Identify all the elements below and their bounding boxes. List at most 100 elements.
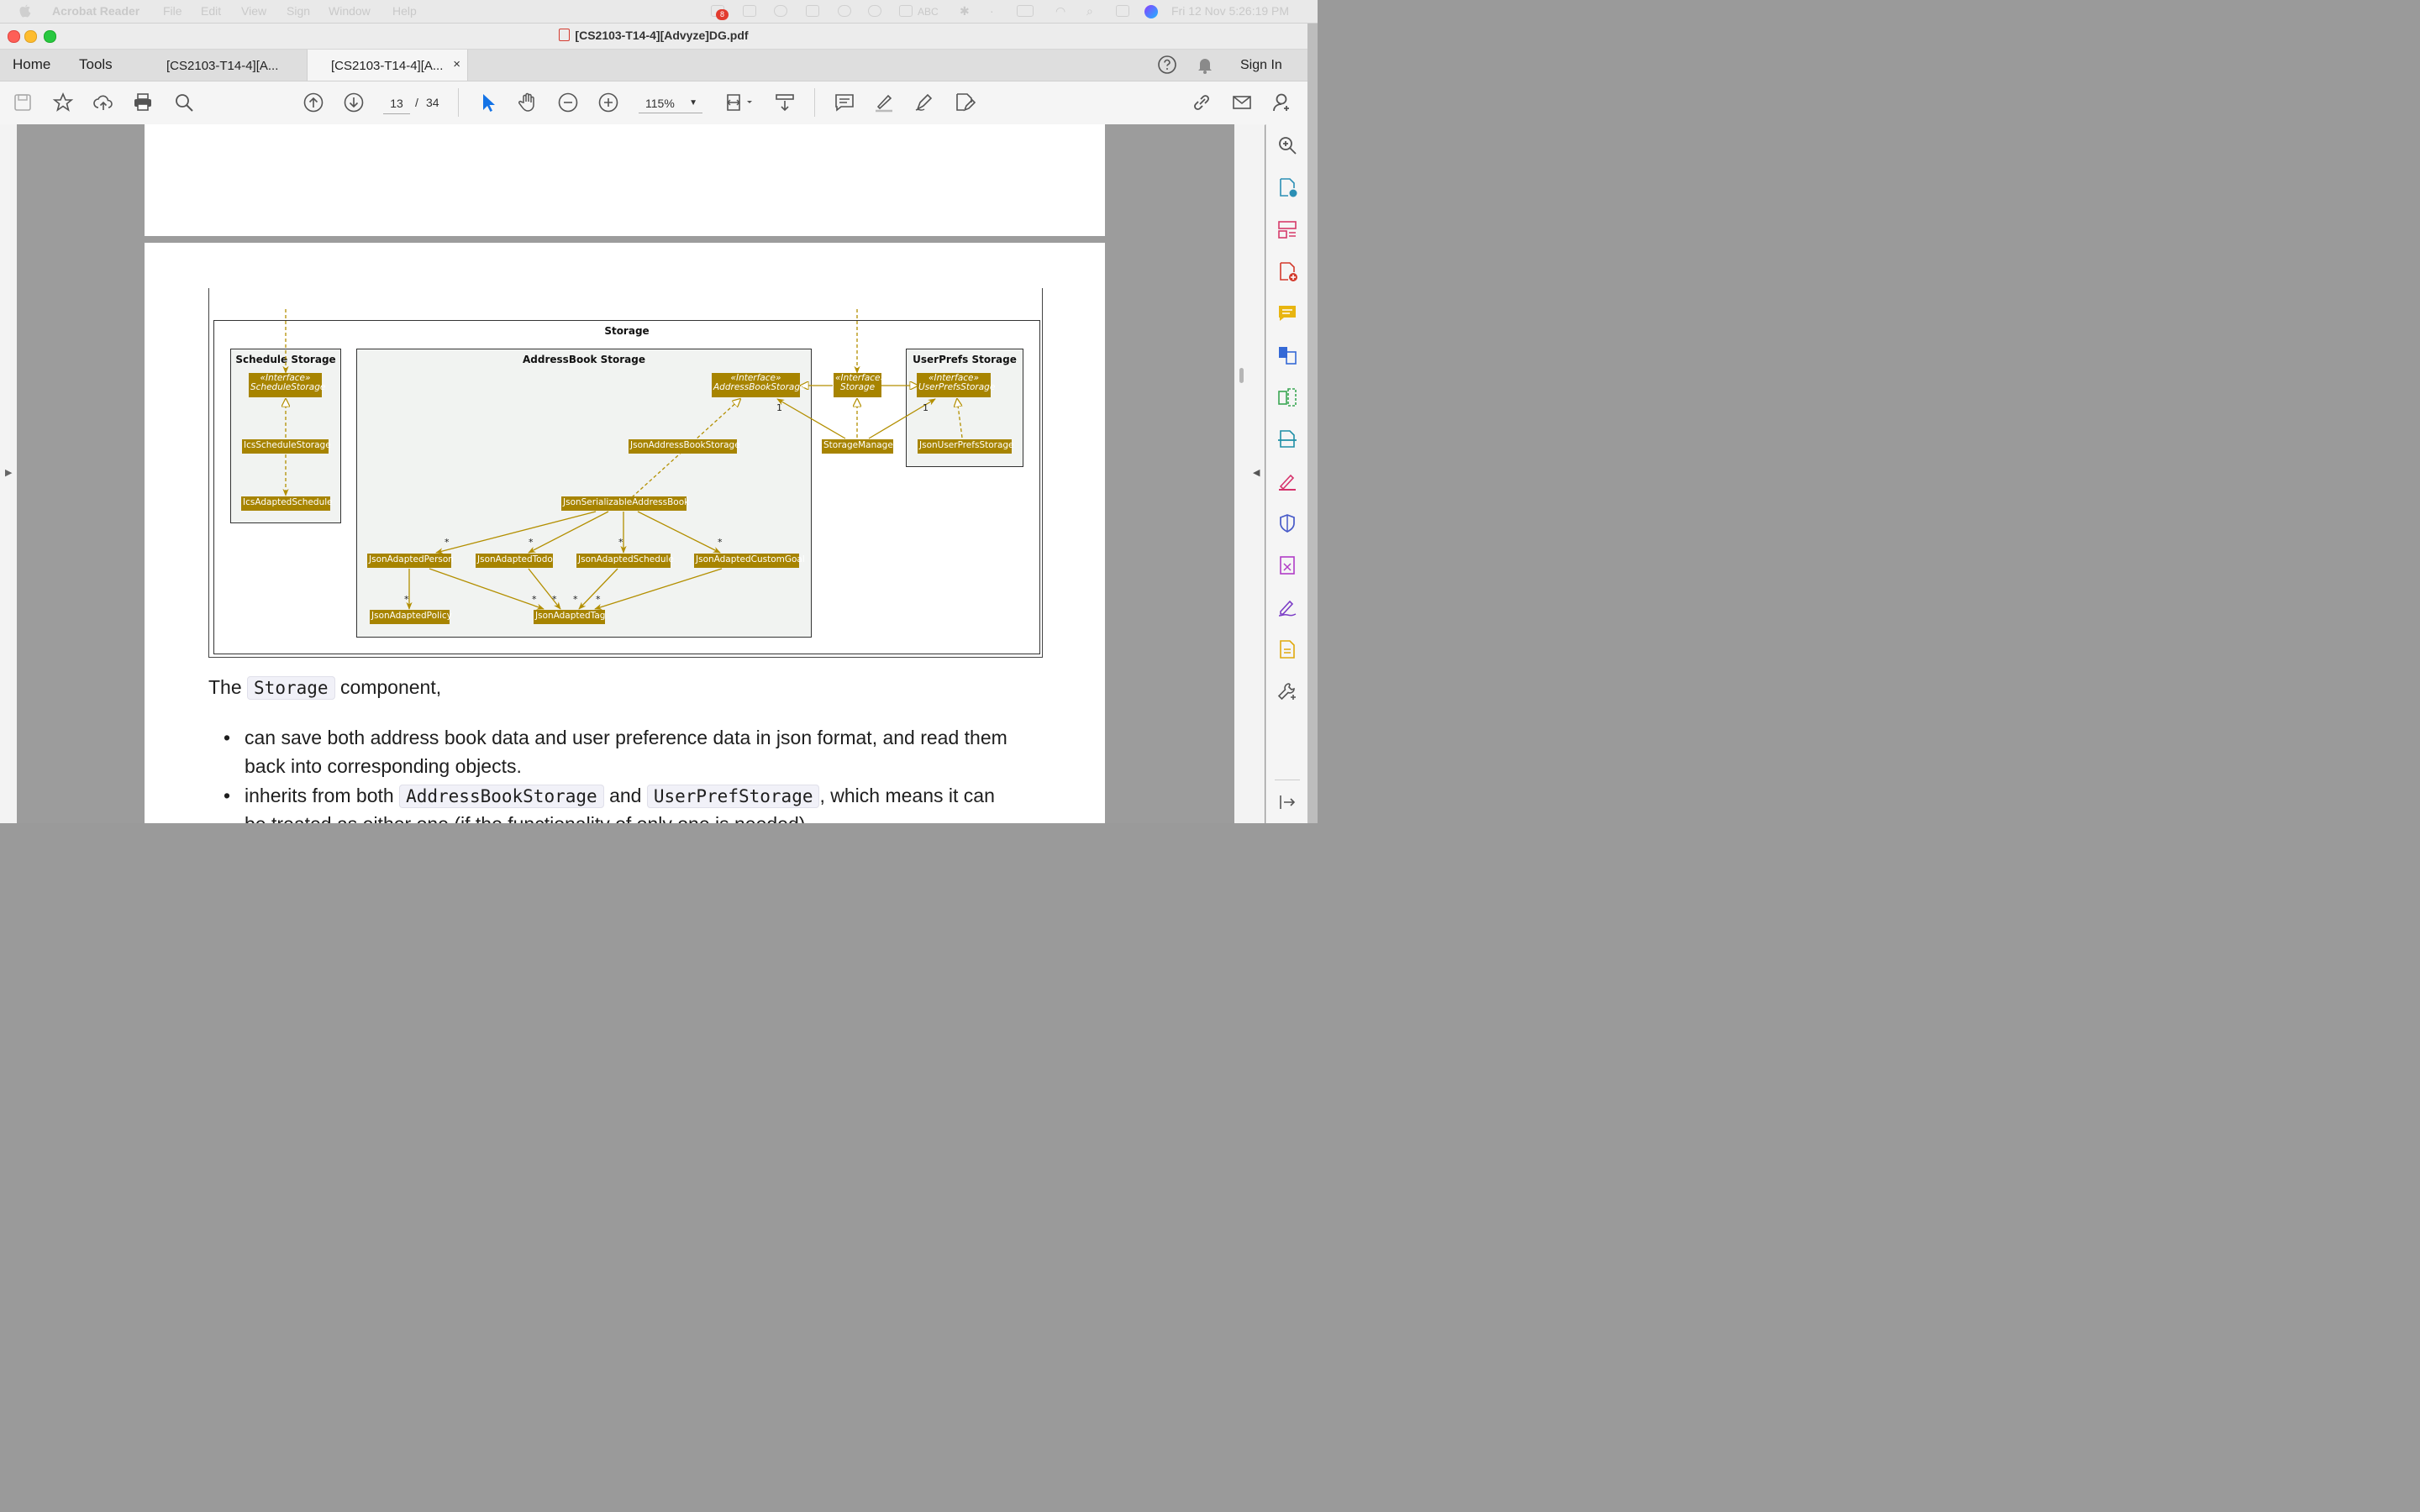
- input-source-icon[interactable]: [899, 5, 913, 17]
- calendar-status-icon[interactable]: [806, 5, 819, 17]
- document-tab-1[interactable]: [CS2103-T14-4][A...: [143, 50, 304, 81]
- highlight-button[interactable]: [872, 91, 896, 114]
- menu-sign[interactable]: Sign: [287, 4, 311, 18]
- create-pdf-button[interactable]: [1276, 260, 1299, 283]
- send-for-review-button[interactable]: [1276, 638, 1299, 661]
- menu-window[interactable]: Window: [329, 4, 371, 18]
- pdf-page-current: Storage Schedule Storage AddressBook Sto…: [145, 243, 1105, 823]
- more-tools-button[interactable]: [1276, 680, 1299, 703]
- vertical-scrollbar-thumb[interactable]: [1239, 368, 1244, 383]
- print-button[interactable]: [131, 91, 155, 114]
- edit-text-button[interactable]: [953, 91, 976, 114]
- comment-tool-button[interactable]: [1276, 302, 1299, 325]
- select-tool-button[interactable]: [476, 91, 499, 114]
- previous-page-button[interactable]: [302, 91, 325, 114]
- window-title: [CS2103-T14-4][Advyze]DG.pdf: [0, 29, 1307, 42]
- page-total: 34: [426, 96, 439, 109]
- spotlight-search-icon[interactable]: ⌕: [1086, 4, 1093, 18]
- hand-tool-button[interactable]: [516, 91, 539, 114]
- menubar-clock[interactable]: Fri 12 Nov 5:26:19 PM: [1171, 4, 1290, 18]
- left-panel-strip: [0, 124, 17, 823]
- hidden-status-icon[interactable]: ·: [990, 4, 994, 18]
- class-name: ScheduleStorage: [250, 382, 326, 392]
- bullet-item-1-line-1: can save both address book data and user…: [245, 727, 1007, 748]
- wifi-icon[interactable]: ◠: [1055, 4, 1066, 18]
- battery-icon[interactable]: [1017, 5, 1034, 17]
- package-title: Storage: [604, 325, 650, 337]
- zoom-out-button[interactable]: [556, 91, 580, 114]
- arrow-down-circle-icon: [344, 92, 364, 113]
- redact-button[interactable]: [1276, 554, 1299, 577]
- toolbar-divider: [458, 88, 459, 117]
- close-window-button[interactable]: [8, 30, 20, 43]
- inline-code: AddressBookStorage: [399, 785, 604, 808]
- hand-icon: [518, 92, 534, 112]
- camera-status-icon[interactable]: [743, 5, 756, 17]
- search-tools-button[interactable]: [1276, 134, 1299, 157]
- link-icon: [1194, 95, 1209, 110]
- menu-file[interactable]: File: [163, 4, 182, 18]
- play-status-icon[interactable]: [868, 5, 881, 17]
- menu-view[interactable]: View: [241, 4, 267, 18]
- tab-home[interactable]: Home: [13, 56, 51, 72]
- bullet-item-2-line-2: be treated as either one (if the functio…: [245, 813, 811, 823]
- collapse-right-panel-icon[interactable]: ◀: [1253, 468, 1260, 478]
- menu-edit[interactable]: Edit: [201, 4, 222, 18]
- next-page-button[interactable]: [342, 91, 366, 114]
- upload-cloud-button[interactable]: [92, 91, 115, 114]
- siri-icon[interactable]: [1144, 5, 1158, 18]
- bluetooth-icon[interactable]: ✱: [960, 4, 970, 18]
- menu-help[interactable]: Help: [392, 4, 417, 18]
- paragraph-text: The: [208, 676, 242, 698]
- notifications-bell-icon[interactable]: [1195, 55, 1215, 75]
- protect-button[interactable]: [1276, 512, 1299, 535]
- class-json-user-prefs-storage: JsonUserPrefsStorage: [918, 439, 1014, 454]
- comment-button[interactable]: [833, 91, 856, 114]
- class-json-adapted-custom-goal: JsonAdaptedCustomGoal: [694, 554, 805, 568]
- class-schedule-storage-interface: «Interface»ScheduleStorage: [249, 373, 326, 397]
- organize-pages-button[interactable]: [1276, 218, 1299, 241]
- window-edge: [1307, 24, 1318, 823]
- share-user-button[interactable]: [1270, 91, 1294, 114]
- multiplicity-label: *: [596, 594, 601, 605]
- fill-sign-button[interactable]: [1276, 470, 1299, 493]
- combine-files-button[interactable]: [1276, 344, 1299, 367]
- sync-status-icon[interactable]: [774, 5, 787, 17]
- sign-in-button[interactable]: Sign In: [1240, 58, 1282, 72]
- zoom-in-button[interactable]: [597, 91, 620, 114]
- page-fit-button[interactable]: [723, 91, 755, 114]
- page-number-input[interactable]: 13: [383, 93, 410, 114]
- document-tab-2[interactable]: [CS2103-T14-4][A... ×: [307, 50, 468, 81]
- paragraph-text: and: [609, 785, 642, 806]
- export-pdf-button[interactable]: [1276, 176, 1299, 199]
- class-json-adapted-policy: JsonAdaptedPolicy: [370, 610, 452, 624]
- find-button[interactable]: [172, 91, 196, 114]
- zoom-window-button[interactable]: [44, 30, 56, 43]
- zoom-level-select[interactable]: 115%▼: [639, 93, 702, 113]
- control-center-icon[interactable]: [1116, 5, 1129, 17]
- request-signature-button[interactable]: [1276, 596, 1299, 619]
- document-viewport[interactable]: ▶ Storage Schedule Storage AddressBook S…: [0, 124, 1265, 823]
- vertical-scrollbar-track[interactable]: [1234, 124, 1265, 823]
- draw-button[interactable]: [913, 91, 936, 114]
- help-icon[interactable]: [1157, 55, 1177, 75]
- email-button[interactable]: [1230, 91, 1254, 114]
- save-button[interactable]: [11, 91, 34, 114]
- multiplicity-label: *: [529, 537, 534, 548]
- collapse-tools-pane-button[interactable]: [1276, 790, 1299, 814]
- apple-icon[interactable]: [18, 4, 32, 18]
- bookmark-star-button[interactable]: [51, 91, 75, 114]
- window-titlebar: [CS2103-T14-4][Advyze]DG.pdf: [0, 24, 1307, 50]
- scroll-mode-button[interactable]: [773, 91, 797, 114]
- expand-left-panel-icon[interactable]: ▶: [5, 468, 13, 478]
- focus-status-icon[interactable]: [838, 5, 851, 17]
- close-tab-icon[interactable]: ×: [453, 57, 460, 71]
- arrow-up-circle-icon: [303, 92, 324, 113]
- scan-ocr-button[interactable]: [1276, 428, 1299, 451]
- compress-pdf-button[interactable]: [1276, 386, 1299, 409]
- menu-app-name[interactable]: Acrobat Reader: [52, 4, 140, 18]
- share-link-button[interactable]: [1190, 91, 1213, 114]
- minimize-window-button[interactable]: [24, 30, 37, 43]
- main-toolbar: 13 / 34 115%▼: [0, 81, 1307, 125]
- tab-tools[interactable]: Tools: [79, 56, 113, 72]
